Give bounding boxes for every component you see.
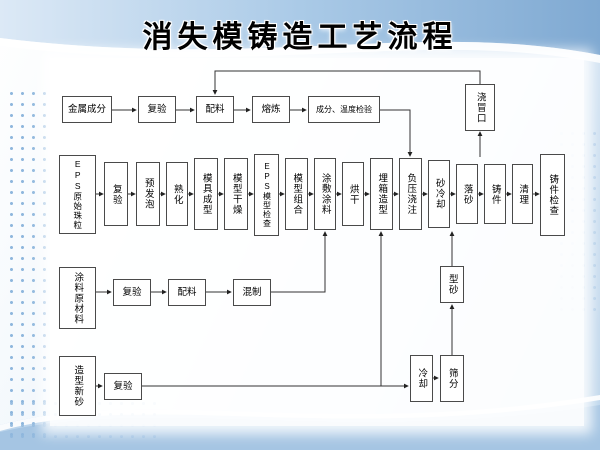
box-sand-cooling: 砂冷却 xyxy=(428,160,450,228)
box-coating-batching: 配料 xyxy=(168,279,206,306)
box-eps-raw-beads: EPS原始珠粒 xyxy=(59,155,96,234)
box-molding-sand: 型砂 xyxy=(440,266,464,303)
box-new-molding-sand: 造型新砂 xyxy=(59,356,96,416)
box-curing: 熟化 xyxy=(166,162,188,226)
box-composition-temperature-check: 成分、温度检验 xyxy=(308,96,380,123)
box-mold-forming: 模具成型 xyxy=(194,158,218,230)
box-casting: 铸件 xyxy=(484,164,506,224)
box-coating-raw-materials: 涂料原材料 xyxy=(59,267,96,329)
box-sand-screening: 筛分 xyxy=(440,355,464,402)
box-pattern-drying: 模型干燥 xyxy=(224,158,248,230)
dots-pattern-left xyxy=(6,88,54,436)
box-metal-composition: 金属成分 xyxy=(62,96,112,123)
box-pre-expansion: 预发泡 xyxy=(136,162,160,226)
box-shakeout: 落砂 xyxy=(456,164,478,224)
box-metal-reinspection: 复验 xyxy=(138,96,176,123)
box-gating-riser: 浇冒口 xyxy=(465,84,495,131)
box-pattern-assembly: 模型组合 xyxy=(285,158,308,230)
box-eps-pattern-inspection: EPS模型检查 xyxy=(254,154,279,236)
box-coating-mixing: 混制 xyxy=(233,279,271,306)
box-melting: 熔炼 xyxy=(252,96,290,123)
top-wave-decoration xyxy=(0,0,600,63)
box-batching: 配料 xyxy=(196,96,234,123)
box-flask-molding: 埋箱造型 xyxy=(370,158,393,230)
box-vacuum-pouring: 负压浇注 xyxy=(399,158,422,230)
box-sand-cooling-2: 冷却 xyxy=(410,355,433,402)
box-coating-reinspection: 复验 xyxy=(113,279,151,306)
box-casting-inspection: 铸件检查 xyxy=(540,154,565,236)
box-coating-application: 涂敷涂料 xyxy=(314,158,336,230)
box-coat-drying: 烘干 xyxy=(342,162,364,226)
box-cleaning: 清理 xyxy=(512,164,533,224)
slide-title: 消失模铸造工艺流程 xyxy=(142,21,458,54)
box-sand-reinspection: 复验 xyxy=(104,373,142,400)
box-eps-reinspection: 复验 xyxy=(104,162,128,226)
